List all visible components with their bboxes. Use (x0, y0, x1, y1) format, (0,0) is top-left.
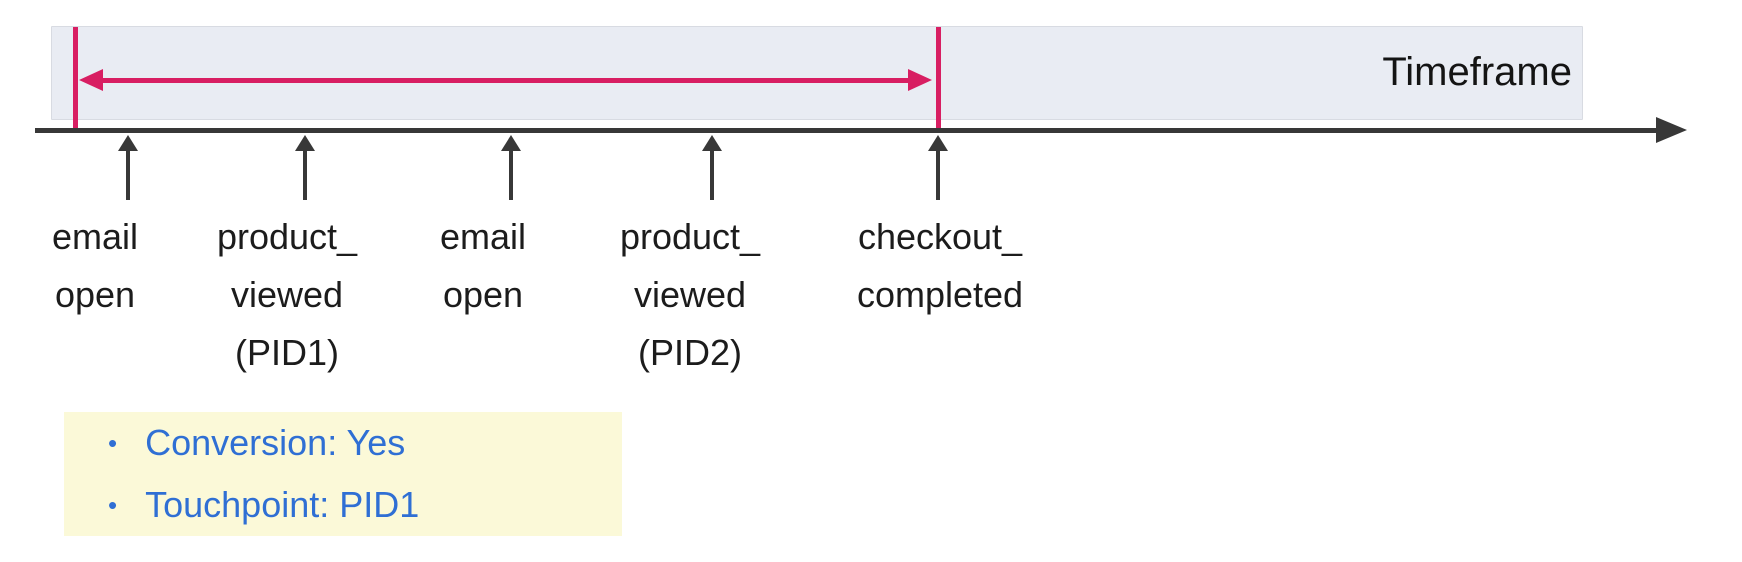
event-label-line: product_ (619, 216, 761, 257)
event-arrow-checkout-completed (936, 149, 940, 200)
left-arrowhead-icon (79, 69, 103, 91)
event-arrow-product-viewed-pid1 (303, 149, 307, 200)
event-arrow-product-viewed-pid2 (710, 149, 714, 200)
note-item-text: Touchpoint: PID1 (145, 484, 420, 525)
event-label-checkout-completed: checkout_ completed (857, 208, 1023, 324)
bullet-icon: • (108, 490, 118, 520)
timeline-axis (35, 128, 1661, 133)
note-item-conversion: • Conversion: Yes (108, 422, 622, 484)
timeframe-label: Timeframe (1382, 50, 1572, 94)
event-label-line: open (54, 274, 136, 315)
event-label-email-open-2: email open (440, 208, 526, 324)
event-arrow-email-open-2 (509, 149, 513, 200)
bullet-icon: • (108, 428, 118, 458)
event-label-line: email (439, 216, 527, 257)
window-end-marker (936, 27, 941, 133)
up-arrowhead-icon (501, 135, 521, 151)
timeline-arrowhead-icon (1656, 117, 1687, 143)
up-arrowhead-icon (118, 135, 138, 151)
event-label-line: viewed (230, 274, 344, 315)
event-label-line: (PID1) (234, 332, 340, 373)
event-label-line: viewed (633, 274, 747, 315)
event-label-line: completed (856, 274, 1024, 315)
event-label-product-viewed-pid1: product_ viewed (PID1) (217, 208, 357, 382)
timeframe-span-arrow (101, 78, 910, 83)
event-label-line: product_ (216, 216, 358, 257)
summary-note: • Conversion: Yes • Touchpoint: PID1 (64, 412, 622, 536)
event-label-line: checkout_ (857, 216, 1023, 257)
up-arrowhead-icon (702, 135, 722, 151)
event-label-line: open (442, 274, 524, 315)
event-label-line: (PID2) (637, 332, 743, 373)
window-start-marker (73, 27, 78, 133)
event-label-line: email (51, 216, 139, 257)
up-arrowhead-icon (928, 135, 948, 151)
event-label-product-viewed-pid2: product_ viewed (PID2) (620, 208, 760, 382)
event-label-email-open-1: email open (52, 208, 138, 324)
up-arrowhead-icon (295, 135, 315, 151)
note-item-text: Conversion: Yes (145, 422, 406, 463)
note-item-touchpoint: • Touchpoint: PID1 (108, 484, 622, 546)
event-arrow-email-open-1 (126, 149, 130, 200)
timeframe-box (51, 26, 1583, 120)
right-arrowhead-icon (908, 69, 932, 91)
